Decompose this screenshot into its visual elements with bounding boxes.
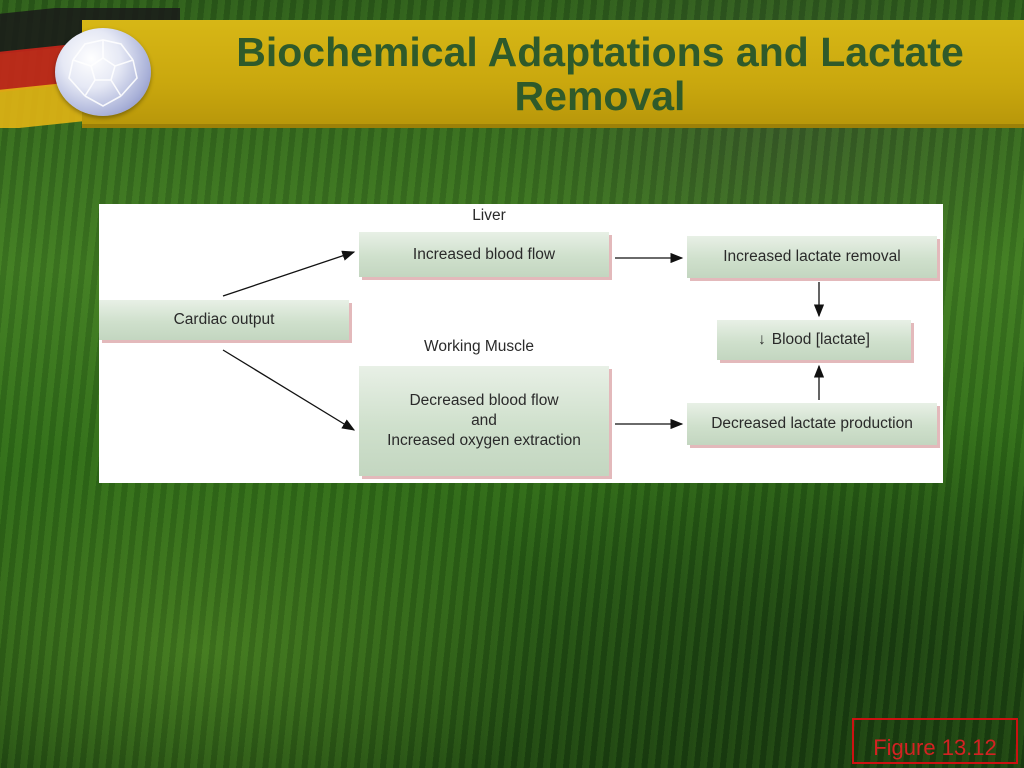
lactate-production-text: Decreased lactate production — [711, 415, 913, 432]
working-muscle-label: Working Muscle — [379, 337, 579, 356]
cardiac-output-text: Cardiac output — [173, 311, 275, 328]
title-line-1: Biochemical Adaptations and Lactate — [236, 29, 964, 75]
title-band — [82, 20, 1024, 128]
liver-label: Liver — [419, 206, 559, 225]
blood-lactate-arrow-icon: ↓ — [758, 331, 766, 348]
figure-label-box — [852, 718, 1018, 764]
soccer-ball-icon — [55, 28, 151, 116]
muscle-blood-flow-box: Decreased blood flow and Increased oxyge… — [359, 366, 609, 476]
arrow-cardiac-to-liver — [222, 250, 356, 297]
lactate-production-box: Decreased lactate production — [687, 403, 937, 445]
blood-lactate-text: Blood [lactate] — [771, 331, 870, 348]
muscle-box-line-3: Increased oxygen extraction — [387, 432, 581, 449]
title-line-2: Removal — [514, 73, 686, 119]
muscle-box-line-2: and — [471, 412, 497, 429]
liver-blood-flow-box: Increased blood flow — [359, 232, 609, 277]
lactate-removal-box: Increased lactate removal — [687, 236, 937, 278]
figure-label: Figure 13.12 — [873, 735, 997, 760]
arrow-cardiac-to-muscle — [222, 349, 356, 431]
diagram-panel: Liver Increased blood flow Increased lac… — [99, 204, 943, 483]
lactate-removal-text: Increased lactate removal — [723, 248, 901, 265]
working-muscle-text: Working Muscle — [424, 338, 534, 355]
liver-blood-flow-text: Increased blood flow — [412, 245, 556, 263]
slide-title: Biochemical Adaptations and Lactate Remo… — [180, 30, 1020, 118]
blood-lactate-box: ↓ Blood [lactate] — [717, 320, 911, 360]
cardiac-output-box: Cardiac output — [99, 300, 349, 340]
liver-label-text: Liver — [472, 207, 506, 224]
muscle-box-line-1: Decreased blood flow — [409, 392, 559, 409]
diagram-arrows — [222, 250, 825, 431]
